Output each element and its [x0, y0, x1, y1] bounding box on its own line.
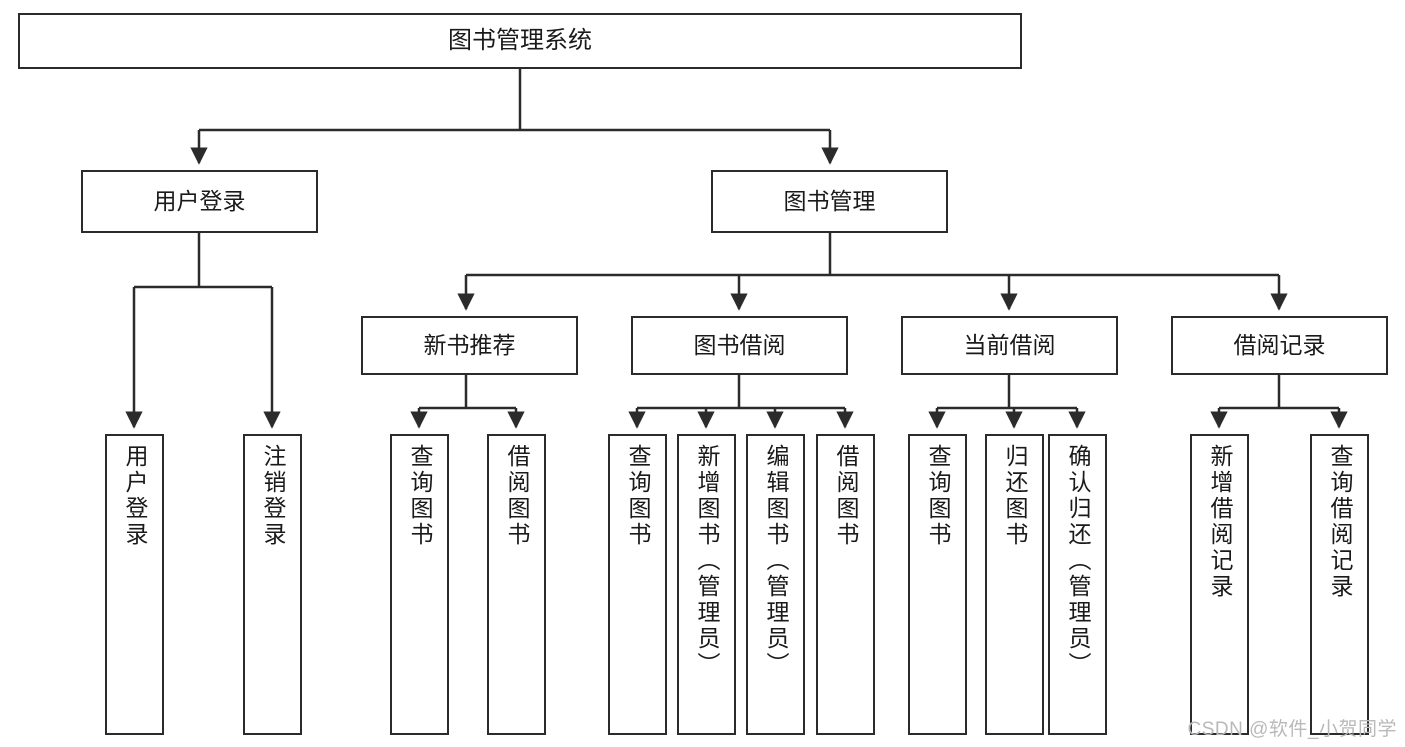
leaf-borrow-book-rec[interactable]: 借阅图书 — [487, 434, 546, 735]
leaf-return-book[interactable]: 归还图书 — [985, 434, 1044, 735]
leaf-borrow-book-rec-label: 借阅图书 — [504, 444, 530, 548]
leaf-query-record-label: 查询借阅记录 — [1327, 444, 1353, 600]
leaf-query-book-rec-label: 查询图书 — [407, 444, 433, 548]
leaf-add-book-label: 新增图书（管理员） — [694, 444, 720, 678]
leaf-add-book[interactable]: 新增图书（管理员） — [677, 434, 736, 735]
node-borrow-record-label: 借阅记录 — [1233, 331, 1326, 358]
csdn-watermark: CSDN @软件_小贺同学 — [1187, 719, 1397, 740]
leaf-confirm-return[interactable]: 确认归还（管理员） — [1048, 434, 1107, 735]
leaf-query-book-rec[interactable]: 查询图书 — [390, 434, 449, 735]
leaf-query-book-borrow[interactable]: 查询图书 — [608, 434, 667, 735]
leaf-add-record-label: 新增借阅记录 — [1207, 444, 1233, 600]
node-current-borrow-label: 当前借阅 — [963, 331, 1056, 358]
leaf-edit-book-label: 编辑图书（管理员） — [763, 444, 789, 678]
leaf-borrow-book[interactable]: 借阅图书 — [816, 434, 875, 735]
leaf-query-book-current-label: 查询图书 — [925, 444, 951, 548]
leaf-user-login-label: 用户登录 — [122, 444, 148, 548]
node-root-label: 图书管理系统 — [448, 26, 592, 54]
leaf-user-login[interactable]: 用户登录 — [105, 434, 164, 735]
leaf-query-book-borrow-label: 查询图书 — [625, 444, 651, 548]
node-new-book-rec-label: 新书推荐 — [423, 331, 516, 358]
node-book-manage-label: 图书管理 — [783, 187, 876, 214]
node-current-borrow[interactable]: 当前借阅 — [901, 316, 1118, 375]
leaf-query-book-current[interactable]: 查询图书 — [908, 434, 967, 735]
node-book-manage[interactable]: 图书管理 — [711, 170, 948, 233]
node-book-borrow[interactable]: 图书借阅 — [631, 316, 848, 375]
node-new-book-rec[interactable]: 新书推荐 — [361, 316, 578, 375]
node-book-borrow-label: 图书借阅 — [693, 331, 786, 358]
leaf-logout[interactable]: 注销登录 — [243, 434, 302, 735]
leaf-add-record[interactable]: 新增借阅记录 — [1190, 434, 1249, 735]
leaf-query-record[interactable]: 查询借阅记录 — [1310, 434, 1369, 735]
leaf-edit-book[interactable]: 编辑图书（管理员） — [746, 434, 805, 735]
leaf-logout-label: 注销登录 — [260, 444, 286, 548]
node-user-login[interactable]: 用户登录 — [81, 170, 318, 233]
node-user-login-label: 用户登录 — [153, 187, 246, 214]
node-borrow-record[interactable]: 借阅记录 — [1171, 316, 1388, 375]
leaf-confirm-return-label: 确认归还（管理员） — [1065, 444, 1091, 678]
leaf-borrow-book-label: 借阅图书 — [833, 444, 859, 548]
node-root[interactable]: 图书管理系统 — [18, 13, 1022, 69]
leaf-return-book-label: 归还图书 — [1002, 444, 1028, 548]
